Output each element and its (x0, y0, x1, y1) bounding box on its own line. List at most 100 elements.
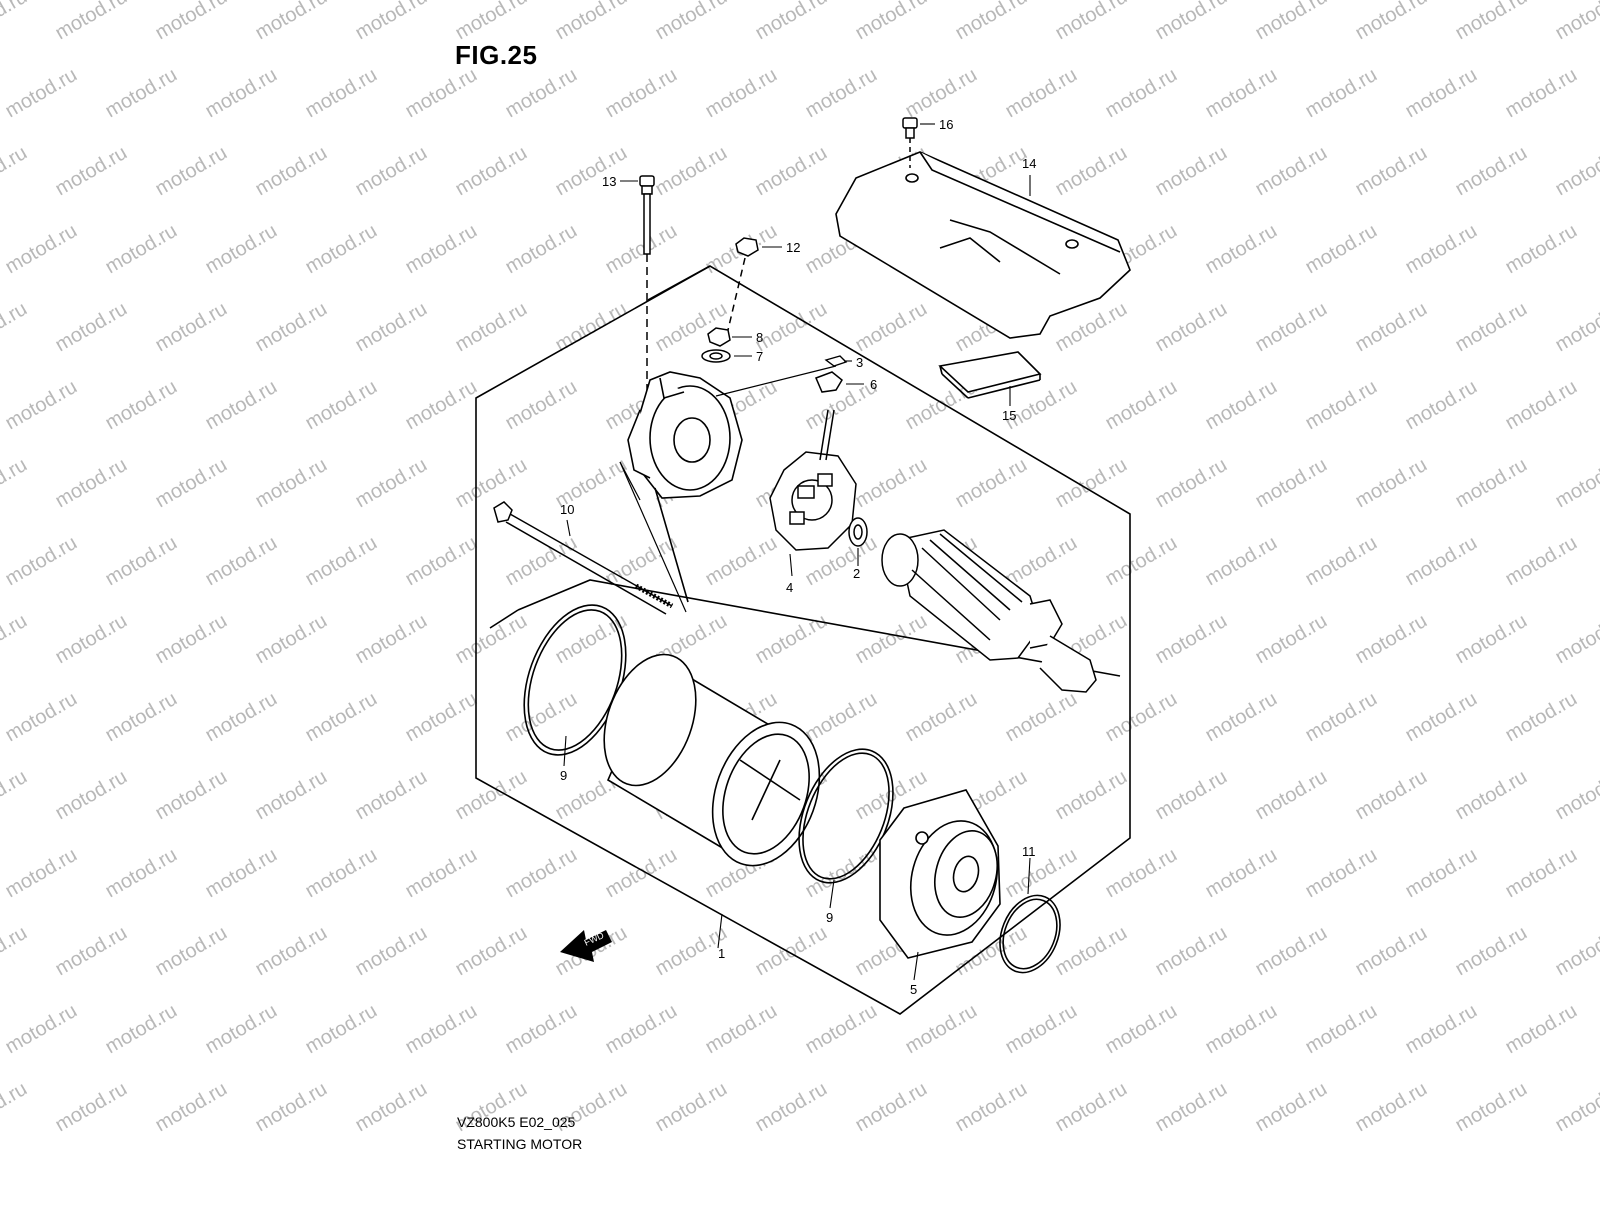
watermark-text: motod.ru (602, 1000, 681, 1059)
callout-12: 12 (786, 240, 800, 255)
watermark-text: motod.ru (902, 688, 981, 747)
watermark-text: motod.ru (702, 64, 781, 123)
watermark-text: motod.ru (152, 0, 231, 44)
watermark-text: motod.ru (752, 922, 831, 981)
watermark-text: motod.ru (352, 610, 431, 669)
watermark-text: motod.ru (1052, 142, 1131, 201)
watermark-text: motod.ru (1452, 766, 1531, 825)
watermark-text: motod.ru (1552, 142, 1600, 201)
watermark-text: motod.ru (802, 64, 881, 123)
watermark-text: motod.ru (1352, 766, 1431, 825)
watermark-text: motod.ru (502, 688, 581, 747)
watermark-text: motod.ru (1302, 532, 1381, 591)
watermark-text: motod.ru (952, 1078, 1031, 1137)
watermark-text: motod.ru (552, 298, 631, 357)
watermark-text: motod.ru (1252, 142, 1331, 201)
watermark-text: motod.ru (452, 142, 531, 201)
watermark-text: motod.ru (1452, 454, 1531, 513)
washer-7 (702, 350, 730, 362)
watermark-text: motod.ru (502, 376, 581, 435)
watermark-text: motod.ru (1502, 64, 1581, 123)
watermark-text: motod.ru (1202, 64, 1281, 123)
watermark-text: motod.ru (202, 376, 281, 435)
watermark-text: motod.ru (352, 454, 431, 513)
watermark-text: motod.ru (452, 298, 531, 357)
watermark-text: motod.ru (1002, 532, 1081, 591)
callout-3: 3 (856, 355, 863, 370)
callout-9-middle: 9 (826, 910, 833, 925)
watermark-text: motod.ru (302, 1000, 381, 1059)
watermark-text: motod.ru (2, 220, 81, 279)
watermark-text: motod.ru (652, 298, 731, 357)
watermark-text: motod.ru (1402, 688, 1481, 747)
watermark-text: motod.ru (202, 64, 281, 123)
callout-4: 4 (786, 580, 793, 595)
watermark-text: motod.ru (1452, 610, 1531, 669)
watermark-text: motod.ru (52, 922, 131, 981)
watermark-text: motod.ru (652, 0, 731, 44)
watermark-text: motod.ru (1102, 688, 1181, 747)
watermark-text: motod.ru (1102, 532, 1181, 591)
watermark-text: motod.ru (202, 532, 281, 591)
watermark-text: motod.ru (1502, 220, 1581, 279)
watermark-text: motod.ru (1552, 766, 1600, 825)
figure-name: STARTING MOTOR (457, 1136, 582, 1152)
watermark-text: motod.ru (1052, 1078, 1131, 1137)
watermark-text: motod.ru (352, 1078, 431, 1137)
watermark-text: motod.ru (1352, 922, 1431, 981)
watermark-text: motod.ru (1152, 922, 1231, 981)
watermark-text: motod.ru (302, 844, 381, 903)
watermark-text: motod.ru (802, 688, 881, 747)
watermark-text: motod.ru (502, 64, 581, 123)
watermark-text: motod.ru (2, 1000, 81, 1059)
watermark-text: motod.ru (1002, 64, 1081, 123)
watermark-text: motod.ru (1252, 1078, 1331, 1137)
watermark-text: motod.ru (402, 844, 481, 903)
watermark-text: motod.ru (152, 1078, 231, 1137)
callout-9-left: 9 (560, 768, 567, 783)
watermark-text: motod.ru (252, 1078, 331, 1137)
watermark-text: motod.ru (1452, 922, 1531, 981)
watermark-text: motod.ru (902, 64, 981, 123)
watermark-text: motod.ru (1202, 844, 1281, 903)
watermark-text: motod.ru (1052, 454, 1131, 513)
watermark-text: motod.ru (1402, 376, 1481, 435)
watermark-text: motod.ru (502, 532, 581, 591)
watermark-text: motod.ru (452, 610, 531, 669)
watermark-text: motod.ru (352, 0, 431, 44)
watermark-text: motod.ru (402, 64, 481, 123)
watermark-text: motod.ru (1452, 298, 1531, 357)
callout-5: 5 (910, 982, 917, 997)
watermark-text: motod.ru (452, 0, 531, 44)
callout-13: 13 (602, 174, 616, 189)
watermark-text: motod.ru (52, 610, 131, 669)
watermark-text: motod.ru (1552, 610, 1600, 669)
watermark-text: motod.ru (1452, 0, 1531, 44)
watermark-text: motod.ru (552, 0, 631, 44)
watermark-text: motod.ru (1352, 1078, 1431, 1137)
watermark-text: motod.ru (102, 1000, 181, 1059)
watermark-text: motod.ru (252, 766, 331, 825)
watermark-text: motod.ru (502, 844, 581, 903)
watermark-text: motod.ru (152, 298, 231, 357)
watermark-text: motod.ru (252, 454, 331, 513)
watermark-text: motod.ru (1002, 1000, 1081, 1059)
watermark-text: motod.ru (952, 454, 1031, 513)
watermark-text: motod.ru (602, 844, 681, 903)
watermark-text: motod.ru (152, 142, 231, 201)
watermark-text: motod.ru (1402, 532, 1481, 591)
watermark-text: motod.ru (1052, 0, 1131, 44)
watermark-text: motod.ru (1502, 532, 1581, 591)
nut-8 (708, 328, 730, 346)
watermark-text: motod.ru (2, 376, 81, 435)
watermark-text: motod.ru (1052, 766, 1131, 825)
watermark-text: motod.ru (202, 1000, 281, 1059)
watermark-text: motod.ru (1102, 844, 1181, 903)
watermark-text: motod.ru (802, 376, 881, 435)
watermark-text: motod.ru (752, 610, 831, 669)
callout-2: 2 (853, 566, 860, 581)
watermark-text: motod.ru (952, 0, 1031, 44)
watermark-text: motod.ru (852, 1078, 931, 1137)
